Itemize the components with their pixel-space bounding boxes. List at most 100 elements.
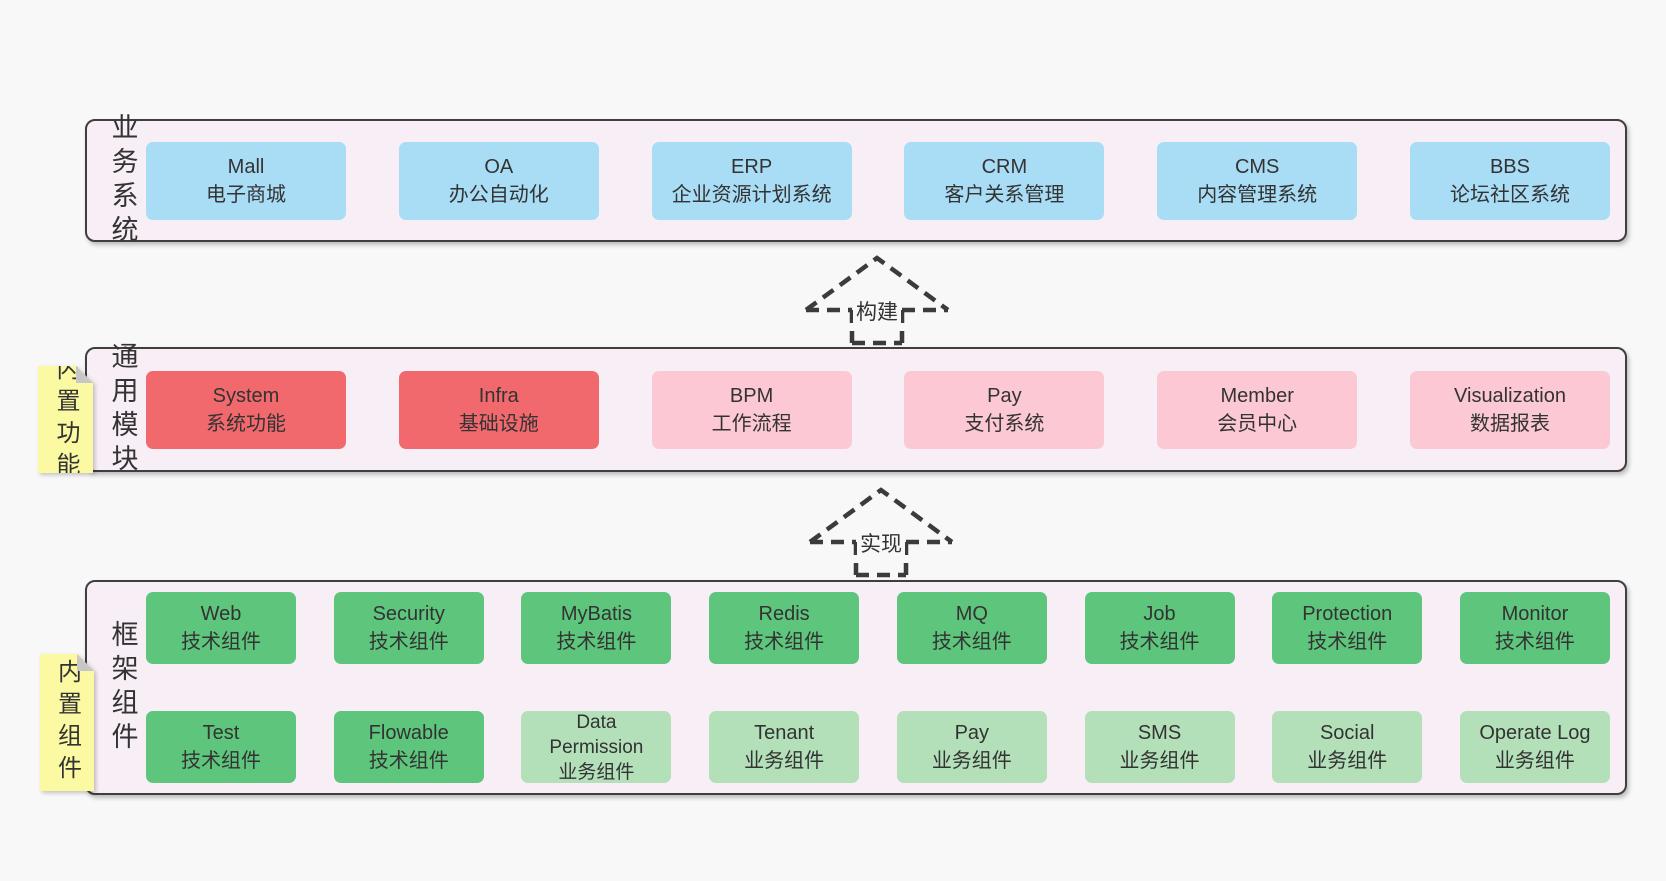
box-subtitle-zh: 技术组件 (368, 750, 449, 773)
box-security: Security 技术组件 (333, 591, 484, 664)
box-title-en: Web (200, 602, 242, 625)
box-subtitle-zh: 支付系统 (964, 412, 1045, 435)
implement-arrow: 实现 (806, 487, 956, 579)
box-subtitle-zh: 业务组件 (1494, 750, 1575, 773)
box-data-permission: Data Permission 业务组件 (521, 711, 672, 784)
layer-label-text: 业务系统 (107, 112, 138, 249)
box-subtitle-zh: 系统功能 (206, 412, 286, 435)
folded-corner-icon (76, 366, 93, 383)
sticky-note: 内置组件 (40, 654, 94, 791)
box-title-en: MQ (955, 602, 988, 625)
box-pay-biz: Pay 业务组件 (896, 711, 1047, 784)
box-title-en: MyBatis (560, 602, 632, 625)
box-subtitle-zh: 技术组件 (1307, 630, 1388, 653)
framework-components-layer: 框架组件 Web 技术组件 Security 技术组件 MyBatis 技术组件… (85, 580, 1627, 795)
box-title-en: Monitor (1501, 602, 1569, 625)
box-title-en: Tenant (754, 722, 815, 745)
box-subtitle-zh: 业务组件 (558, 761, 635, 783)
box-title-en: BPM (729, 384, 774, 407)
box-job: Job 技术组件 (1084, 591, 1235, 664)
business-systems-label: 业务系统 (100, 113, 146, 249)
box-subtitle-zh: 企业资源计划系统 (671, 183, 832, 206)
box-title-en: BBS (1489, 155, 1530, 178)
box-title-en: Operate Log (1479, 722, 1591, 745)
sticky-note: 内置功能 (38, 366, 93, 473)
box-title-en: Job (1143, 602, 1176, 625)
box-subtitle-zh: 技术组件 (931, 630, 1012, 653)
box-subtitle-zh: 客户关系管理 (944, 183, 1065, 206)
box-title-en: Social (1319, 722, 1375, 745)
up-arrow-icon (808, 487, 954, 578)
common-modules-layer: 通用模块 System 系统功能 Infra 基础设施 BPM 工作流程 Pay… (85, 342, 1627, 478)
box-crm: CRM 客户关系管理 (904, 141, 1105, 220)
common-modules-label: 通用模块 (100, 342, 146, 478)
box-sms: SMS 业务组件 (1084, 711, 1235, 784)
up-arrow-icon (804, 255, 950, 346)
box-subtitle-zh: 办公自动化 (448, 183, 549, 206)
box-title-en: Flowable (368, 722, 449, 745)
box-title-en: System (212, 384, 280, 407)
box-title-en: ERP (731, 155, 773, 178)
box-infra: Infra 基础设施 (398, 370, 599, 449)
build-arrow-label: 构建 (853, 301, 901, 325)
box-subtitle-zh: 业务组件 (931, 750, 1012, 773)
box-title-en: Data Permission (549, 711, 644, 758)
box-system: System 系统功能 (146, 370, 346, 449)
tech-components-row: Web 技术组件 Security 技术组件 MyBatis 技术组件 Redi… (146, 582, 1610, 674)
box-title-en: SMS (1137, 722, 1182, 745)
box-title-en: Member (1220, 384, 1294, 407)
box-subtitle-zh: 业务组件 (1307, 750, 1388, 773)
layer-label-text: 通用模块 (107, 341, 138, 478)
box-title-en: CMS (1234, 155, 1280, 178)
box-mall: Mall 电子商城 (146, 141, 346, 220)
box-title-en: Protection (1302, 602, 1393, 625)
tag-text: 内置功能 (52, 355, 79, 484)
box-flowable: Flowable 技术组件 (333, 711, 484, 784)
framework-components-rows: Web 技术组件 Security 技术组件 MyBatis 技术组件 Redi… (146, 582, 1610, 793)
box-web: Web 技术组件 (146, 591, 296, 664)
box-subtitle-zh: 技术组件 (181, 630, 261, 653)
box-title-en: OA (484, 155, 514, 178)
box-title-en: Pay (954, 722, 990, 745)
build-arrow: 构建 (802, 255, 952, 347)
box-oa: OA 办公自动化 (398, 141, 599, 220)
box-subtitle-zh: 技术组件 (1119, 630, 1200, 653)
framework-components-label: 框架组件 (100, 582, 146, 793)
box-title-en: Pay (987, 384, 1022, 407)
box-title-en: Redis (758, 602, 810, 625)
box-title-en: Infra (478, 384, 519, 407)
box-title-en: Mall (227, 155, 265, 178)
box-mybatis: MyBatis 技术组件 (521, 591, 672, 664)
box-subtitle-zh: 技术组件 (744, 630, 825, 653)
folded-corner-icon (77, 654, 94, 671)
box-operate-log: Operate Log 业务组件 (1459, 711, 1610, 784)
business-systems-layer: 业务系统 Mall 电子商城 OA 办公自动化 ERP 企业资源计划系统 CRM… (85, 113, 1627, 249)
box-protection: Protection 技术组件 (1272, 591, 1423, 664)
implement-arrow-label: 实现 (857, 533, 905, 557)
box-redis: Redis 技术组件 (709, 591, 860, 664)
box-social: Social 业务组件 (1272, 711, 1423, 784)
box-tenant: Tenant 业务组件 (709, 711, 860, 784)
box-subtitle-zh: 论坛社区系统 (1449, 183, 1570, 206)
box-bpm: BPM 工作流程 (651, 370, 852, 449)
box-subtitle-zh: 内容管理系统 (1197, 183, 1318, 206)
box-test: Test 技术组件 (146, 711, 296, 784)
box-subtitle-zh: 技术组件 (368, 630, 449, 653)
box-visualization: Visualization 数据报表 (1409, 370, 1610, 449)
box-subtitle-zh: 基础设施 (458, 412, 539, 435)
box-member: Member 会员中心 (1157, 370, 1358, 449)
biz-components-row: Test 技术组件 Flowable 技术组件 Data Permission … (146, 702, 1610, 794)
box-pay: Pay 支付系统 (904, 370, 1105, 449)
box-title-en: Security (372, 602, 445, 625)
box-cms: CMS 内容管理系统 (1157, 141, 1358, 220)
box-subtitle-zh: 技术组件 (1494, 630, 1575, 653)
box-subtitle-zh: 数据报表 (1469, 412, 1550, 435)
box-bbs: BBS 论坛社区系统 (1409, 141, 1610, 220)
tag-text: 内置组件 (53, 658, 81, 787)
box-subtitle-zh: 技术组件 (556, 630, 637, 653)
box-title-en: Test (202, 722, 240, 745)
box-subtitle-zh: 业务组件 (1119, 750, 1200, 773)
box-monitor: Monitor 技术组件 (1459, 591, 1610, 664)
common-modules-boxes: System 系统功能 Infra 基础设施 BPM 工作流程 Pay 支付系统… (146, 349, 1610, 470)
built-in-features-tag: 内置功能 (38, 366, 93, 473)
